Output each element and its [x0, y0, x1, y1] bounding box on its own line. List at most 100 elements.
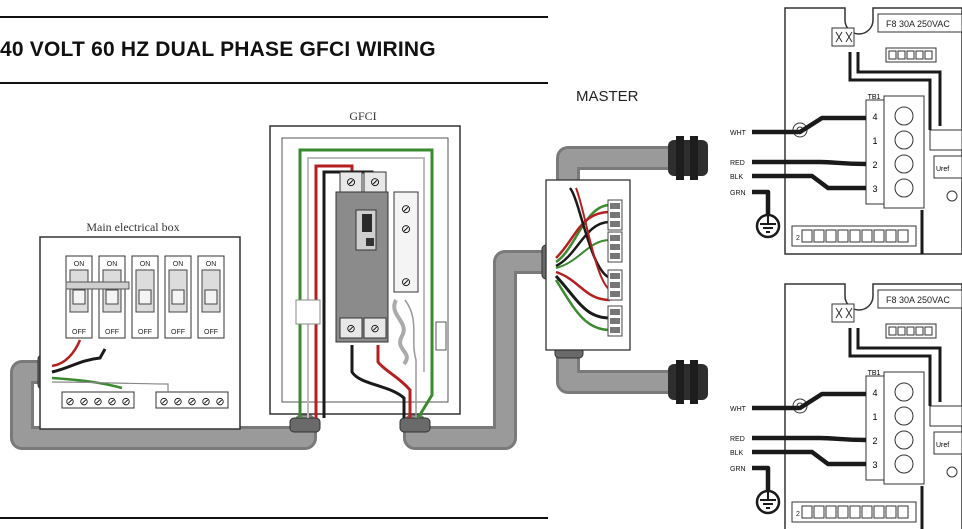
- component-label: Uref: [936, 442, 949, 449]
- component-label: Uref: [936, 166, 949, 173]
- terminal-screw-icon: [894, 430, 914, 450]
- board-feed-wire: [848, 52, 942, 130]
- gfci-label: GFCI: [349, 109, 376, 123]
- relay-block: [929, 129, 962, 151]
- master-wire-black-1: [555, 220, 611, 268]
- conduit-main-to-gfci-inner: [13, 363, 314, 447]
- tb1-label: TB1: [868, 94, 881, 101]
- gfci-out-red: [376, 345, 412, 418]
- master-wire-black-3: [568, 187, 611, 280]
- screw-icon: ⊘: [93, 395, 102, 408]
- terminal-number: 3: [872, 184, 877, 194]
- screw-icon: ⊘: [79, 395, 88, 408]
- terminal-number: 3: [872, 460, 877, 470]
- wire-label-red: RED: [730, 436, 745, 443]
- breaker-3: ON OFF: [131, 255, 159, 339]
- top-rule: [0, 16, 548, 18]
- master-junction: [545, 179, 631, 351]
- breaker-on-label: ON: [140, 261, 151, 268]
- relay-block: [929, 405, 962, 427]
- component-box: [933, 155, 962, 179]
- bottom-rule: [0, 517, 548, 519]
- jumper-pins: [835, 307, 853, 319]
- terminal-number: 2: [872, 160, 877, 170]
- field-wire-grn: [752, 189, 771, 214]
- wire-label-grn: GRN: [730, 190, 746, 197]
- screw-icon: ⊘: [173, 395, 182, 408]
- field-wire-blk: [752, 173, 866, 191]
- screw-icon: ⊘: [370, 322, 379, 335]
- gfci-breaker-test: [366, 238, 374, 246]
- master-terminal-4: [607, 305, 623, 337]
- fuse-label-box: [877, 289, 962, 309]
- master-label: MASTER: [576, 88, 639, 105]
- gfci-wire-white: [307, 157, 425, 418]
- mounting-hole-icon: [946, 190, 958, 202]
- main-box-label: Main electrical box: [86, 220, 179, 234]
- master-wire-green-2: [555, 239, 611, 269]
- mounting-hole-icon: [946, 466, 958, 478]
- breaker-off-label: OFF: [204, 329, 218, 336]
- wire-label-blk: BLK: [730, 174, 744, 181]
- master-terminal-3: [607, 269, 623, 301]
- terminal-screw-icon: [894, 154, 914, 174]
- breaker-tie-bar: [65, 281, 130, 290]
- jumper-pins: [835, 31, 853, 43]
- screw-icon: ⊘: [401, 222, 411, 236]
- terminal-screw-icon: [894, 382, 914, 402]
- terminal-screw-icon: [894, 454, 914, 474]
- breaker-off-label: OFF: [138, 329, 152, 336]
- wire-label-wht: WHT: [730, 406, 747, 413]
- master-terminal-1: [607, 199, 623, 231]
- ground-symbol-icon: [755, 489, 781, 515]
- field-wire-blk: [752, 449, 866, 467]
- jumper-block: [831, 27, 855, 47]
- field-wire-grn: [752, 465, 771, 490]
- breaker-4: ON OFF: [164, 255, 192, 339]
- conduit-master-to-board-2-inner: [559, 341, 689, 391]
- svg-text:2: 2: [796, 511, 800, 518]
- jumper-block: [831, 303, 855, 323]
- main-box-wire-white: [51, 381, 169, 392]
- terminal-number: 4: [872, 388, 877, 398]
- gfci-out-black: [350, 345, 406, 418]
- master-terminal-2: [607, 231, 623, 263]
- screw-icon: ⊘: [65, 395, 74, 408]
- gfci-pigtail-coil: [392, 299, 409, 366]
- screw-icon: ⊘: [346, 322, 355, 335]
- screw-icon: ⊘: [121, 395, 130, 408]
- terminal-number: 1: [872, 136, 877, 146]
- svg-text:2: 2: [796, 235, 800, 242]
- gfci-ground-clip: [435, 321, 447, 351]
- gfci-neutral-bar: [393, 191, 419, 293]
- terminal-number: 2: [872, 436, 877, 446]
- field-wire-wht: [752, 391, 866, 411]
- master-terminal-blocks: [607, 199, 623, 337]
- breaker-off-label: OFF: [171, 329, 185, 336]
- main-box-wire-black: [51, 348, 107, 374]
- gfci-breaker-handle: [362, 214, 372, 232]
- wire-label-red: RED: [730, 160, 745, 167]
- ground-bar: ⊘⊘⊘⊘⊘: [155, 391, 229, 409]
- screw-icon: ⊘: [370, 175, 380, 189]
- field-wire-red: [752, 159, 867, 167]
- master-wire-red-1: [555, 210, 611, 259]
- terminal-screw-icon: [894, 406, 914, 426]
- terminal-screw-icon: [894, 130, 914, 150]
- master-wire-red-2: [555, 270, 611, 302]
- connector-gfci-right: [399, 417, 431, 433]
- gfci-box: GFCI ⊘ ⊘ ⊘ ⊘ ⊘ ⊘ ⊘: [269, 109, 461, 419]
- breaker-off-label: OFF: [105, 329, 119, 336]
- master-wire-red-3: [575, 187, 611, 291]
- gfci-lug-1: [339, 171, 363, 193]
- ground-symbol-icon: [755, 213, 781, 239]
- terminal-number: 4: [872, 112, 877, 122]
- breaker-on-label: ON: [173, 261, 184, 268]
- breaker-on-label: ON: [206, 261, 217, 268]
- wire-label-wht: WHT: [730, 130, 747, 137]
- neutral-bar: ⊘⊘⊘⊘⊘: [61, 391, 135, 409]
